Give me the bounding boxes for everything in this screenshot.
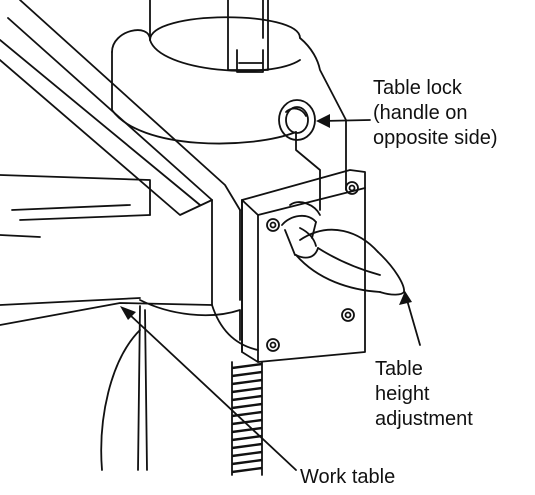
work-table xyxy=(0,0,241,326)
label-table-lock: Table lock (handle on opposite side) xyxy=(373,76,498,151)
label-height-line-1: Table xyxy=(375,358,423,380)
label-table-height-adjustment: Table height adjustment xyxy=(375,357,473,432)
column xyxy=(149,0,264,41)
crank-handle xyxy=(281,201,405,296)
label-height-line-2: height xyxy=(375,383,430,405)
table-bracket xyxy=(137,299,259,471)
cable xyxy=(100,329,141,471)
label-work-table-text: Work table xyxy=(300,466,396,488)
label-table-lock-line-3: opposite side) xyxy=(373,127,498,149)
label-height-line-3: adjustment xyxy=(375,408,473,430)
lock-socket xyxy=(278,99,316,141)
rack-teeth xyxy=(231,361,263,476)
gear-housing xyxy=(241,169,366,363)
label-table-lock-line-2: (handle on xyxy=(373,102,468,124)
label-table-lock-line-1: Table lock xyxy=(373,77,462,99)
label-work-table: Work table xyxy=(300,465,395,490)
arrowhead-work-table xyxy=(120,306,136,320)
arrowhead-height xyxy=(399,291,412,305)
arrowhead-table-lock xyxy=(316,114,330,128)
table-collar xyxy=(111,16,347,211)
column-rack xyxy=(227,0,269,73)
rack-teeth-hatching xyxy=(231,362,263,474)
